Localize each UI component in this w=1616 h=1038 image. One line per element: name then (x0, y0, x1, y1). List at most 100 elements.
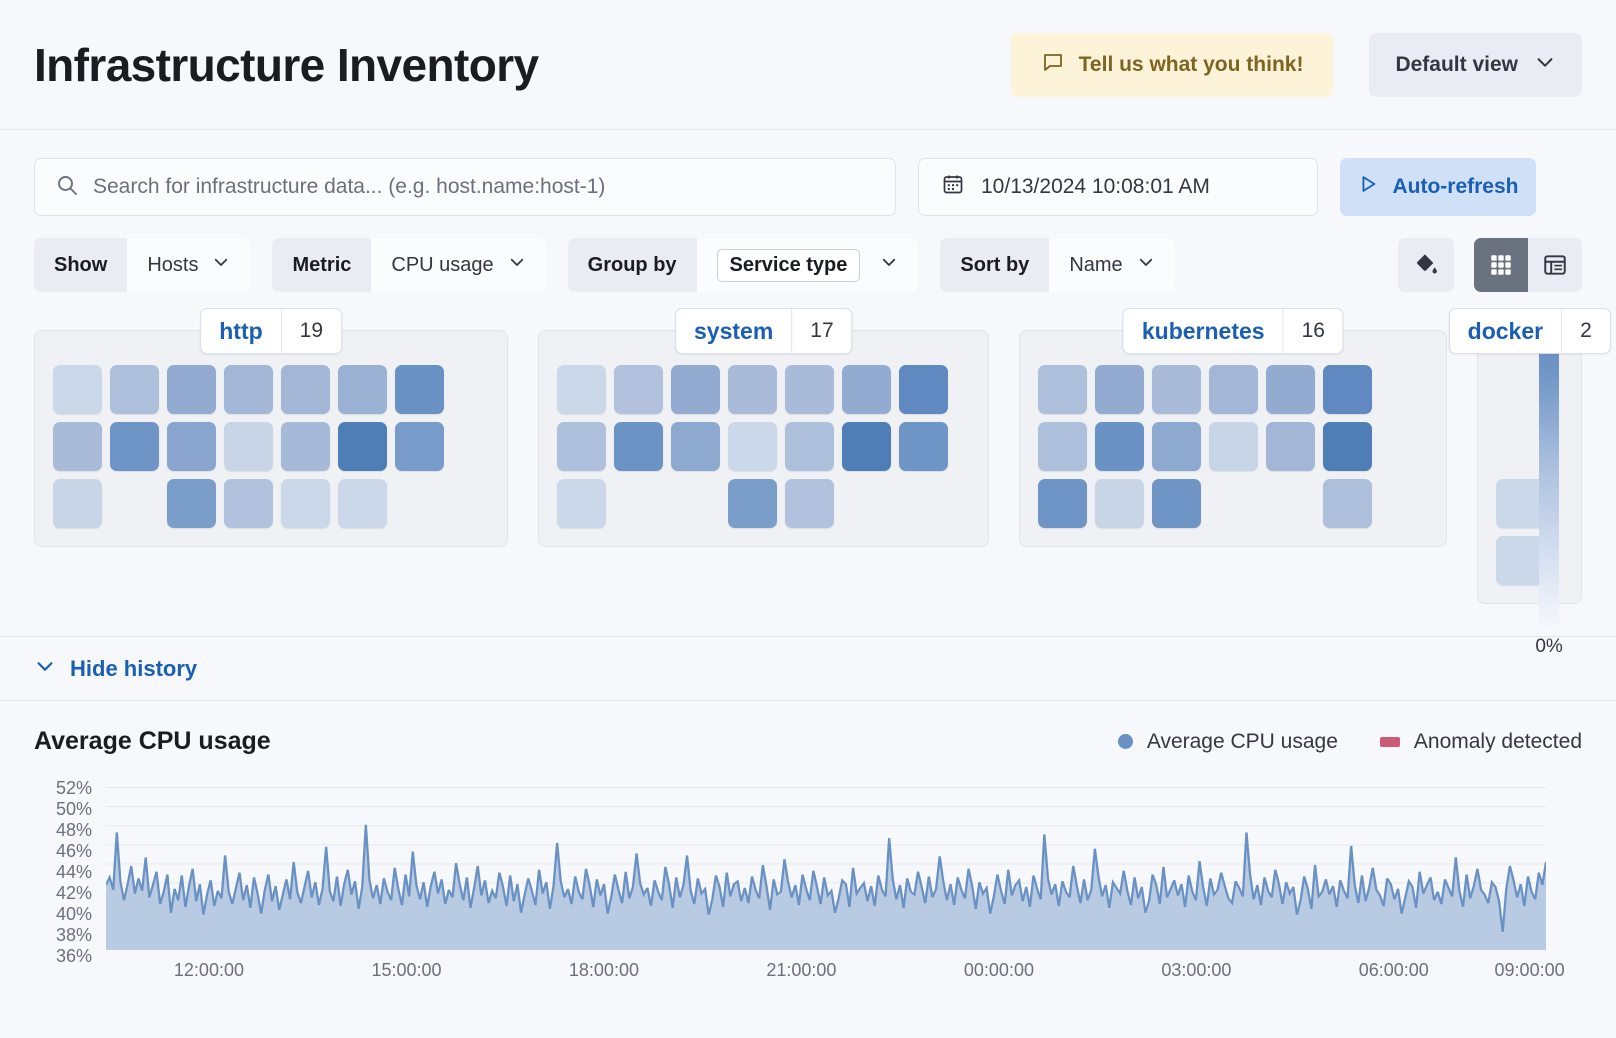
host-tile[interactable] (728, 422, 778, 471)
filter-group-by[interactable]: Group by Service type (567, 238, 919, 292)
host-tile[interactable] (53, 422, 102, 471)
divider (791, 309, 793, 353)
host-tile[interactable] (614, 365, 664, 414)
page-title: Infrastructure Inventory (34, 38, 539, 91)
view-toggle-group (1474, 238, 1582, 292)
host-tile[interactable] (281, 422, 330, 471)
filter-show[interactable]: Show Hosts (34, 238, 251, 292)
x-tick-label: 06:00:00 (1358, 960, 1429, 980)
date-picker[interactable]: 10/13/2024 10:08:01 AM (918, 158, 1318, 216)
hide-history-button[interactable]: Hide history (34, 655, 197, 683)
host-tile[interactable] (338, 422, 387, 471)
chart-title: Average CPU usage (34, 727, 271, 755)
host-tile[interactable] (1038, 365, 1088, 414)
host-tile[interactable] (557, 479, 607, 528)
host-tile[interactable] (1209, 365, 1259, 414)
group-system: system 17 (538, 308, 990, 547)
host-tile[interactable] (1323, 422, 1373, 471)
host-tile[interactable] (785, 422, 835, 471)
search-box[interactable] (34, 158, 896, 216)
search-input[interactable] (93, 175, 875, 199)
x-tick-label: 18:00:00 (568, 960, 639, 980)
host-tile[interactable] (1038, 422, 1088, 471)
host-tile[interactable] (557, 422, 607, 471)
host-tile[interactable] (842, 365, 892, 414)
chevron-down-icon (212, 253, 230, 277)
chart-plot-area[interactable] (106, 778, 1546, 950)
group-header-system[interactable]: system 17 (674, 308, 853, 354)
group-header-kubernetes[interactable]: kubernetes 16 (1122, 308, 1344, 354)
host-tile[interactable] (110, 365, 159, 414)
host-tile[interactable] (1496, 479, 1546, 528)
date-picker-value: 10/13/2024 10:08:01 AM (981, 175, 1210, 198)
calendar-icon (941, 172, 965, 202)
host-tile[interactable] (1095, 365, 1145, 414)
group-header-http[interactable]: http 19 (200, 308, 343, 354)
filter-metric-value-wrap[interactable]: CPU usage (371, 238, 546, 292)
legend-marker-square (1379, 736, 1400, 747)
host-tile[interactable] (1266, 422, 1316, 471)
group-name: system (693, 317, 774, 344)
host-tile[interactable] (899, 422, 949, 471)
host-tile[interactable] (1152, 422, 1202, 471)
host-tile[interactable] (110, 422, 159, 471)
host-tile[interactable] (395, 365, 444, 414)
feedback-button[interactable]: Tell us what you think! (1010, 32, 1334, 97)
divider (280, 309, 282, 353)
host-tile[interactable] (1323, 365, 1373, 414)
host-tile[interactable] (557, 365, 607, 414)
host-tile[interactable] (1266, 365, 1316, 414)
host-tile[interactable] (671, 365, 721, 414)
filter-show-value-wrap[interactable]: Hosts (127, 238, 251, 292)
legend-item-average-cpu-usage[interactable]: Average CPU usage (1117, 730, 1338, 754)
host-tile[interactable] (1095, 479, 1145, 528)
group-kubernetes: kubernetes 16 (1019, 308, 1448, 547)
host-tile[interactable] (1323, 479, 1373, 528)
auto-refresh-button[interactable]: Auto-refresh (1340, 158, 1536, 216)
host-tile[interactable] (224, 422, 273, 471)
host-tile[interactable] (395, 422, 444, 471)
filter-group-by-value-wrap[interactable]: Service type (696, 238, 919, 292)
host-tile[interactable] (1496, 536, 1546, 585)
grid-icon[interactable] (1474, 238, 1528, 292)
host-tile[interactable] (785, 479, 835, 528)
host-tile[interactable] (1209, 422, 1259, 471)
host-tile[interactable] (281, 479, 330, 528)
host-tile[interactable] (1152, 365, 1202, 414)
host-tile[interactable] (728, 479, 778, 528)
filter-metric[interactable]: Metric CPU usage (272, 238, 546, 292)
host-tile[interactable] (338, 479, 387, 528)
host-tile[interactable] (842, 422, 892, 471)
host-tile[interactable] (338, 365, 387, 414)
host-tile[interactable] (1152, 479, 1202, 528)
table-icon[interactable] (1528, 238, 1582, 292)
host-tile[interactable] (167, 365, 216, 414)
filter-metric-value: CPU usage (391, 253, 494, 276)
host-tile[interactable] (1038, 479, 1088, 528)
host-tile[interactable] (728, 365, 778, 414)
host-tile[interactable] (1095, 422, 1145, 471)
color-fill-icon[interactable] (1398, 238, 1454, 292)
host-tile[interactable] (281, 365, 330, 414)
area-line (106, 824, 1546, 932)
host-tile[interactable] (224, 365, 273, 414)
host-tile[interactable] (53, 479, 102, 528)
host-tile[interactable] (167, 422, 216, 471)
host-tile[interactable] (167, 479, 216, 528)
filter-sort-by[interactable]: Sort by Name (940, 238, 1175, 292)
y-tick-label: 38% (55, 925, 92, 945)
host-tile[interactable] (671, 422, 721, 471)
host-tile[interactable] (53, 365, 102, 414)
host-tile[interactable] (899, 365, 949, 414)
legend-item-anomaly-detected[interactable]: Anomaly detected (1379, 730, 1582, 754)
history-toggle-bar: Hide history (0, 637, 1616, 701)
filter-sort-by-value-wrap[interactable]: Name (1049, 238, 1175, 292)
view-selector-button[interactable]: Default view (1369, 32, 1582, 97)
y-tick-label: 44% (55, 862, 92, 882)
group-header-docker[interactable]: docker 2 (1448, 308, 1611, 354)
group-tiles-http (34, 330, 509, 547)
host-tile[interactable] (785, 365, 835, 414)
host-tile[interactable] (224, 479, 273, 528)
host-tile[interactable] (614, 422, 664, 471)
